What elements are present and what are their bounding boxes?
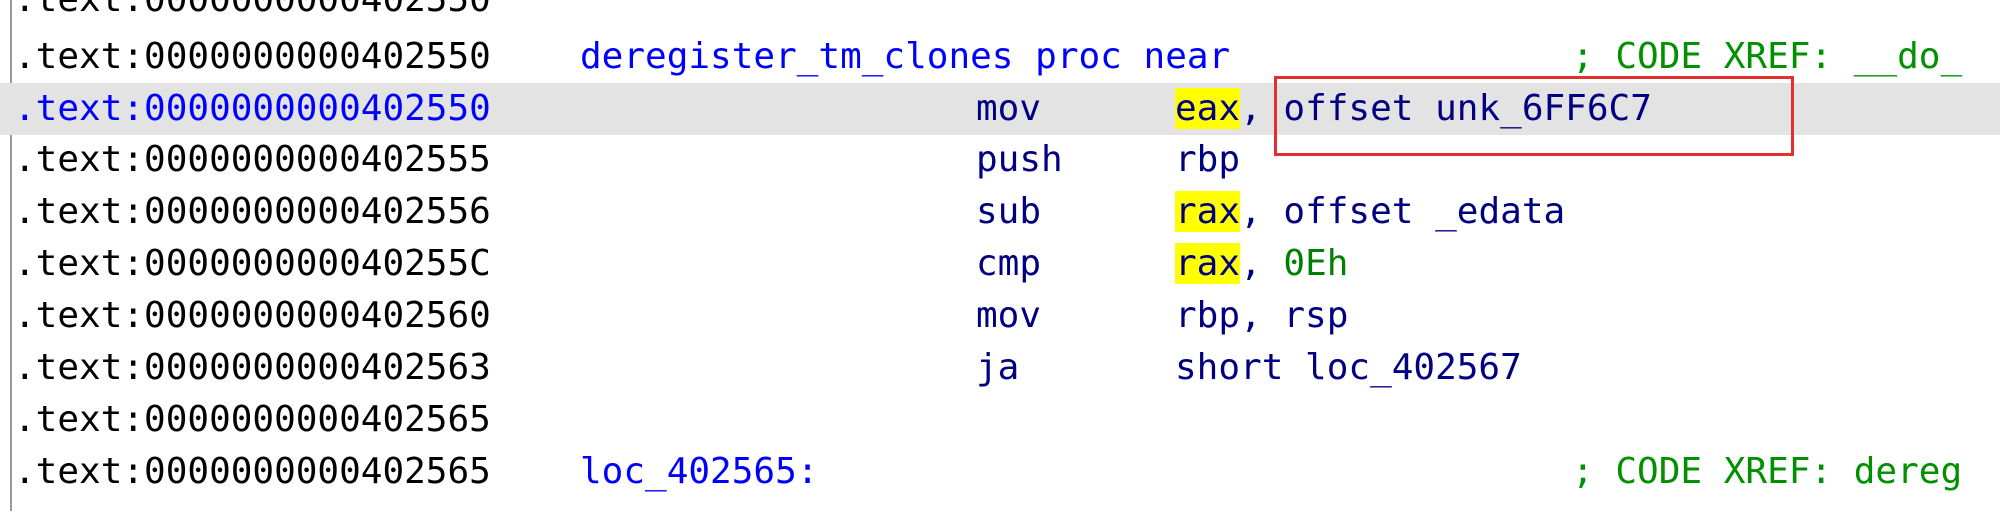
operand-separator: , bbox=[1240, 243, 1262, 284]
code-line[interactable]: .text:0000000000402565 bbox=[0, 394, 2000, 446]
line-address: .text:000000000040255C bbox=[14, 243, 491, 284]
operand-separator: , bbox=[1240, 88, 1262, 129]
instruction-operands[interactable]: rbp bbox=[1175, 139, 1241, 180]
code-line[interactable]: .text:0000000000402555 push rbp bbox=[0, 134, 2000, 186]
instruction-mnemonic: cmp bbox=[976, 243, 1042, 284]
line-address: .text:0000000000402550 bbox=[14, 36, 491, 77]
instruction-mnemonic: mov bbox=[976, 295, 1042, 336]
code-line[interactable]: .text:0000000000402560 mov rbp, rsp bbox=[0, 290, 2000, 342]
register-highlight[interactable]: eax bbox=[1175, 88, 1241, 129]
register-highlight[interactable]: rax bbox=[1175, 191, 1241, 232]
line-address: .text:0000000000402555 bbox=[14, 139, 491, 180]
code-line[interactable]: .text:0000000000402550 deregister_tm_clo… bbox=[0, 31, 2000, 83]
line-address: .text:0000000000402565 bbox=[14, 451, 491, 492]
code-line[interactable]: .text:0000000000402550 bbox=[0, 0, 2000, 26]
line-address: .text:0000000000402556 bbox=[14, 191, 491, 232]
instruction-operands[interactable]: rbp, rsp bbox=[1175, 295, 1349, 336]
instruction-mnemonic: push bbox=[976, 139, 1063, 180]
operand-separator: , bbox=[1240, 191, 1262, 232]
instruction-operands: rax, 0Eh bbox=[1175, 238, 1348, 290]
register-highlight[interactable]: rax bbox=[1175, 243, 1241, 284]
code-line[interactable]: .text:000000000040255C cmp rax, 0Eh bbox=[0, 238, 2000, 290]
instruction-mnemonic: sub bbox=[976, 191, 1042, 232]
code-line-selected[interactable]: .text:0000000000402550 mov eax, offset u… bbox=[0, 83, 2000, 135]
annotation-highlight-box bbox=[1274, 76, 1794, 156]
instruction-mnemonic: mov bbox=[976, 88, 1042, 129]
xref-comment[interactable]: ; CODE XREF: dereg bbox=[1572, 451, 1963, 492]
instruction-operands: rax, offset _edata bbox=[1175, 186, 1565, 238]
offset-operand[interactable]: offset _edata bbox=[1283, 191, 1566, 232]
function-name[interactable]: deregister_tm_clones proc near bbox=[580, 36, 1231, 77]
immediate-operand: 0Eh bbox=[1283, 243, 1349, 284]
location-label[interactable]: loc_402565: bbox=[580, 451, 819, 492]
jump-target-operand[interactable]: short loc_402567 bbox=[1175, 347, 1522, 388]
code-line[interactable]: .text:0000000000402565 loc_402565: ; COD… bbox=[0, 446, 2000, 498]
line-address: .text:0000000000402550 bbox=[14, 88, 491, 129]
xref-comment[interactable]: ; CODE XREF: __do_ bbox=[1572, 36, 1963, 77]
line-address: .text:0000000000402560 bbox=[14, 295, 491, 336]
line-address: .text:0000000000402550 bbox=[14, 0, 491, 26]
code-line[interactable]: .text:0000000000402563 ja short loc_4025… bbox=[0, 342, 2000, 394]
code-line[interactable]: .text:0000000000402556 sub rax, offset _… bbox=[0, 186, 2000, 238]
instruction-operands: eax, offset unk_6FF6C7 bbox=[1175, 83, 1652, 135]
listing-left-border bbox=[10, 0, 12, 511]
offset-operand[interactable]: offset unk_6FF6C7 bbox=[1283, 88, 1652, 129]
instruction-mnemonic: ja bbox=[976, 347, 1020, 388]
line-address: .text:0000000000402563 bbox=[14, 347, 491, 388]
line-address: .text:0000000000402565 bbox=[14, 399, 491, 440]
